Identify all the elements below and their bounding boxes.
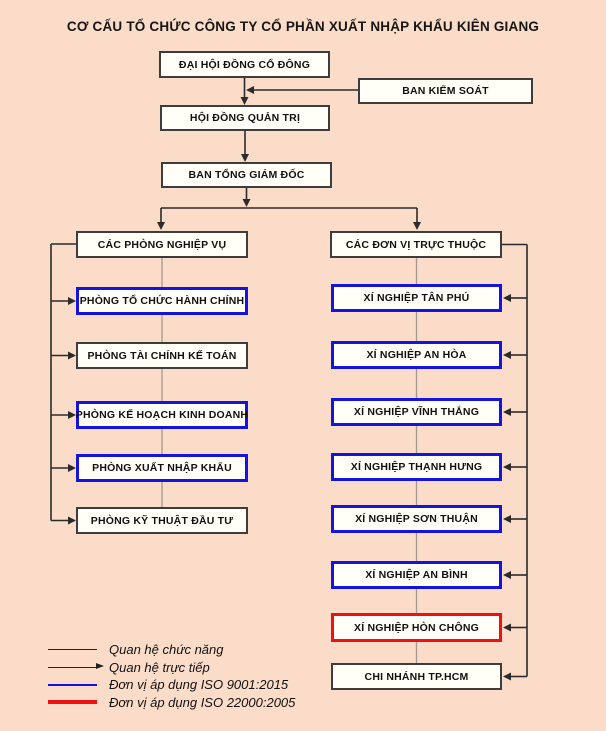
- legend-item-iso22000: Đơn vị áp dụng ISO 22000:2005: [48, 694, 295, 712]
- legend-item-iso9001: Đơn vị áp dụng ISO 9001:2015: [48, 676, 295, 694]
- node-dept-planning-business: PHÒNG KẾ HOẠCH KINH DOANH: [76, 401, 248, 429]
- node-dept-technical-investment: PHÒNG KỸ THUẬT ĐẦU TƯ: [76, 507, 248, 534]
- legend-label: Quan hệ trực tiếp: [109, 659, 210, 675]
- node-supervisory-board: BAN KIỂM SOÁT: [358, 78, 533, 104]
- legend-label: Quan hệ chức năng: [109, 642, 224, 658]
- legend-item-direct: Quan hệ trực tiếp: [48, 659, 295, 677]
- node-unit-an-binh: XÍ NGHIỆP AN BÌNH: [331, 561, 502, 589]
- node-unit-an-hoa: XÍ NGHIỆP AN HÒA: [331, 341, 502, 369]
- node-shareholders-meeting: ĐẠI HỘI ĐỒNG CỔ ĐÔNG: [159, 51, 330, 78]
- node-dept-import-export: PHÒNG XUẤT NHẬP KHẨU: [76, 454, 248, 482]
- thin-line-icon: [48, 649, 97, 651]
- node-dept-finance-accounting: PHÒNG TÀI CHÍNH KẾ TOÁN: [76, 342, 248, 369]
- node-branch-tphcm: CHI NHÁNH TP.HCM: [331, 663, 502, 690]
- node-unit-son-thuan: XÍ NGHIỆP SƠN THUẬN: [331, 505, 502, 533]
- node-unit-thanh-hung: XÍ NGHIỆP THẠNH HƯNG: [331, 453, 502, 481]
- red-line-icon: [48, 700, 97, 705]
- node-unit-tan-phu: XÍ NGHIỆP TÂN PHÚ: [331, 284, 502, 312]
- blue-line-icon: [48, 683, 97, 686]
- node-general-director-board: BAN TỔNG GIÁM ĐỐC: [161, 162, 332, 188]
- node-board-of-directors: HỘI ĐỒNG QUẢN TRỊ: [160, 105, 330, 131]
- legend-item-functional: Quan hệ chức năng: [48, 641, 295, 659]
- node-unit-vinh-thang: XÍ NGHIỆP VĨNH THẮNG: [331, 398, 502, 426]
- chart-title: CƠ CẤU TỔ CHỨC CÔNG TY CỔ PHẦN XUẤT NHẬP…: [66, 19, 540, 34]
- legend-label: Đơn vị áp dụng ISO 22000:2005: [109, 694, 296, 710]
- node-units-header: CÁC ĐƠN VỊ TRỰC THUỘC: [330, 231, 502, 258]
- node-dept-org-admin: PHÒNG TỔ CHỨC HÀNH CHÍNH: [76, 287, 248, 315]
- legend: Quan hệ chức năng Quan hệ trực tiếp Đơn …: [48, 641, 295, 711]
- legend-label: Đơn vị áp dụng ISO 9001:2015: [109, 677, 289, 693]
- node-unit-hon-chong: XÍ NGHIỆP HÒN CHÔNG: [331, 613, 502, 642]
- arrow-line-icon: [48, 662, 104, 669]
- node-departments-header: CÁC PHÒNG NGHIỆP VỤ: [76, 231, 248, 258]
